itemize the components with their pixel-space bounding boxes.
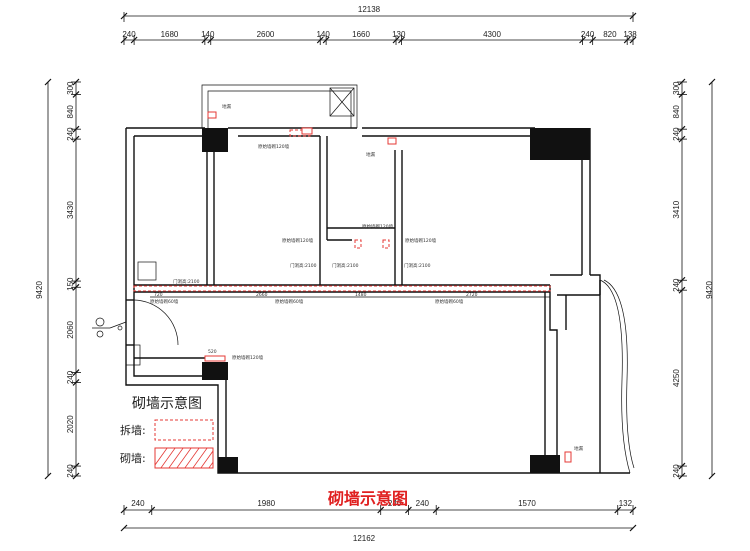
wall-note: 原始墙砌120墙 bbox=[282, 237, 314, 244]
top-segment-dimension: 240 bbox=[122, 30, 136, 39]
legend: 砌墙示意图 拆墙: 砌墙: bbox=[120, 395, 214, 469]
inner-dimension: 2660 bbox=[256, 292, 268, 298]
column bbox=[202, 128, 228, 152]
top-segment-dimension: 130 bbox=[392, 30, 406, 39]
floor-drain-note: 地漏 bbox=[574, 445, 583, 452]
right-segment-dimension: 300 bbox=[672, 81, 681, 95]
door-height-note: 门洞高:2100 bbox=[290, 262, 317, 269]
inner-dimension: 1480 bbox=[355, 292, 367, 298]
door-height-note: 门洞高:2100 bbox=[332, 262, 359, 269]
bottom-segment-dimension: 1980 bbox=[257, 499, 275, 508]
right-segment-dimension: 840 bbox=[672, 105, 681, 119]
door-notes: 门洞高:2100 门洞高:2100 门洞高:2100 门洞高:2100 bbox=[173, 262, 431, 285]
bottom-segment-dimension: 240 bbox=[388, 499, 402, 508]
floor-drain-note: 地漏 bbox=[366, 151, 375, 158]
left-segment-dimension: 240 bbox=[66, 127, 75, 141]
top-segment-dimension: 240 bbox=[581, 30, 595, 39]
top-dimension-chain: 12138 240 1680 140 2600 140 1660 130 4300 240 820… bbox=[120, 5, 637, 45]
build-walls bbox=[204, 111, 572, 463]
walls bbox=[125, 84, 635, 474]
inner-dimension: 720 bbox=[154, 292, 163, 298]
legend-demolish-swatch bbox=[154, 419, 214, 441]
left-segment-dimension: 3430 bbox=[66, 201, 75, 219]
bottom-dimension-chain: 240 1980 240 240 1570 132 12162 bbox=[120, 499, 637, 543]
column bbox=[202, 362, 228, 380]
bottom-segment-dimension: 240 bbox=[131, 499, 145, 508]
top-segment-dimension: 4300 bbox=[483, 30, 501, 39]
top-segment-dimension: 2600 bbox=[257, 30, 275, 39]
wall-note: 原始墙砌120墙 bbox=[405, 237, 437, 244]
right-segment-dimension: 240 bbox=[672, 464, 681, 478]
bottom-total-dimension: 12162 bbox=[353, 534, 376, 543]
door-height-note: 门洞高:2100 bbox=[404, 262, 431, 269]
bottom-segment-dimension: 240 bbox=[416, 499, 430, 508]
left-segment-dimension: 300 bbox=[66, 81, 75, 95]
left-segment-dimension: 240 bbox=[66, 370, 75, 384]
legend-title: 砌墙示意图 bbox=[132, 395, 202, 412]
inner-dimension: 520 bbox=[208, 349, 217, 355]
column bbox=[530, 455, 560, 473]
structural-columns bbox=[202, 128, 590, 473]
wall-note: 原始墙砌120墙 bbox=[258, 143, 290, 150]
top-segment-dimension: 820 bbox=[603, 30, 617, 39]
left-segment-dimension: 240 bbox=[66, 464, 75, 478]
right-segment-dimension: 240 bbox=[672, 278, 681, 292]
left-dimension-chain: 9420 300 840 240 3430 150 2060 240 2020 240 bbox=[35, 78, 81, 480]
column bbox=[218, 457, 238, 473]
inner-dimension: 2720 bbox=[466, 292, 478, 298]
top-segment-dimension: 138 bbox=[623, 30, 637, 39]
left-segment-dimension: 2020 bbox=[66, 415, 75, 433]
legend-build-label: 砌墙: bbox=[120, 451, 146, 465]
pipe-notes: 地漏 地漏 地漏 bbox=[222, 103, 583, 452]
right-segment-dimension: 240 bbox=[672, 127, 681, 141]
top-segment-dimension: 1660 bbox=[352, 30, 370, 39]
wall-note: 原始墙砌60墙 bbox=[150, 298, 179, 305]
left-segment-dimension: 150 bbox=[66, 277, 75, 291]
wall-note: 原始墙砌120墙 bbox=[232, 354, 264, 361]
floor-drain-note: 地漏 bbox=[222, 103, 231, 110]
bottom-segment-dimension: 132 bbox=[619, 499, 633, 508]
right-segment-dimension: 3410 bbox=[672, 200, 681, 218]
wall-note: 原始墙砌60墙 bbox=[275, 298, 304, 305]
column bbox=[530, 128, 590, 160]
top-total-dimension: 12138 bbox=[358, 5, 381, 14]
legend-build-swatch bbox=[154, 447, 214, 469]
door-height-note: 门洞高:2100 bbox=[173, 278, 200, 285]
wall-note: 原始墙砌60墙 bbox=[435, 298, 464, 305]
drawing-title: 砌墙示意图 bbox=[327, 489, 408, 508]
valve-icon bbox=[92, 317, 127, 338]
left-segment-dimension: 840 bbox=[66, 105, 75, 119]
top-segment-dimension: 140 bbox=[201, 30, 215, 39]
left-segment-dimension: 2060 bbox=[66, 320, 75, 338]
inner-dimensions: 720 2660 1480 2720 520 bbox=[150, 292, 550, 355]
wall-note: 原始墙砌120墙 bbox=[362, 223, 394, 230]
top-segment-dimension: 1680 bbox=[161, 30, 179, 39]
legend-demolish-label: 拆墙: bbox=[120, 423, 146, 437]
wall-notes: 原始墙砌120墙 原始墙砌120墙 原始墙砌120墙 原始墙砌120墙 原始墙砌… bbox=[150, 143, 464, 361]
right-dimension-chain: 300 840 240 3410 240 4250 240 9420 bbox=[672, 78, 716, 480]
right-segment-dimension: 4250 bbox=[672, 369, 681, 387]
bottom-segment-dimension: 1570 bbox=[518, 499, 536, 508]
left-total-dimension: 9420 bbox=[35, 281, 44, 299]
top-segment-dimension: 140 bbox=[316, 30, 330, 39]
right-total-dimension: 9420 bbox=[705, 281, 714, 299]
